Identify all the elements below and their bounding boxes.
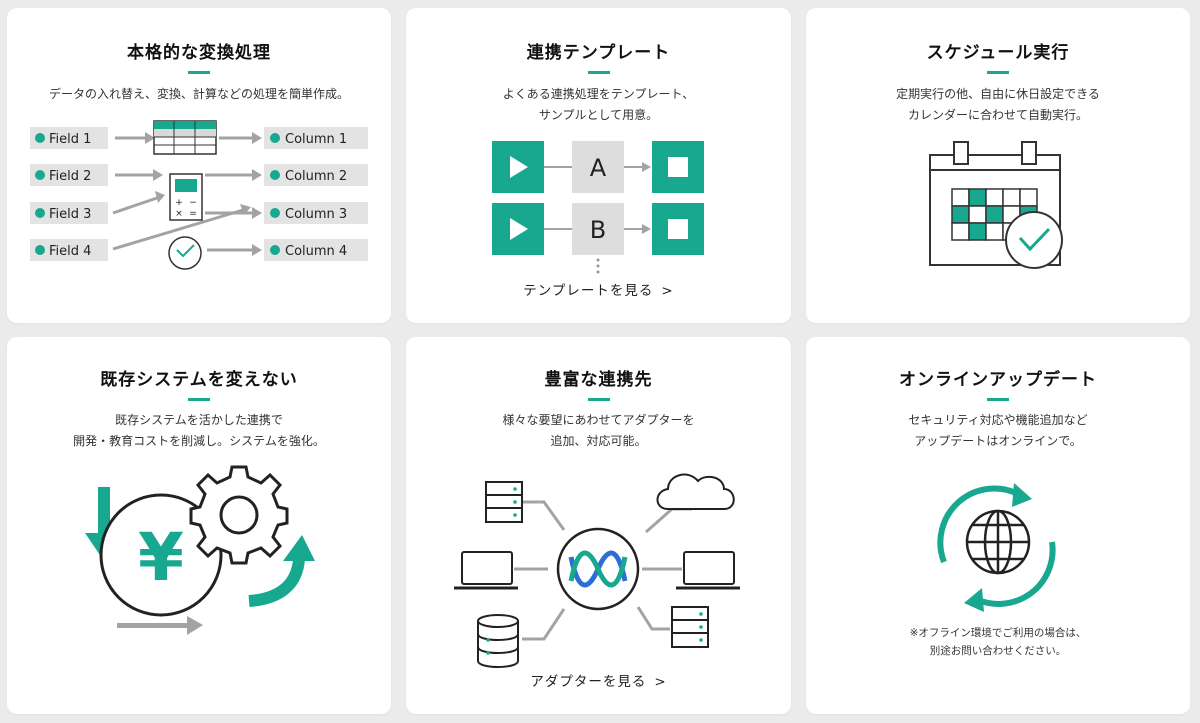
calendar-cell	[1019, 188, 1038, 207]
card-description: 定期実行の他、自由に休日設定できる カレンダーに合わせて自動実行。	[896, 87, 1100, 122]
calendar-cell	[968, 205, 987, 224]
card-schedule: スケジュール実行 定期実行の他、自由に休日設定できる カレンダーに合わせて自動実…	[806, 8, 1190, 323]
column-label: Column 2	[264, 164, 368, 186]
server-icon	[485, 481, 709, 648]
column-text: Column 2	[285, 169, 347, 184]
mapping-arrows	[112, 132, 262, 256]
column-text: Column 4	[285, 244, 347, 259]
gear-icon	[189, 465, 289, 565]
field-text: Field 2	[49, 169, 91, 184]
column-labels: Column 1 Column 2 Column 3 Column 4	[264, 127, 368, 261]
card-title: オンラインアップデート	[899, 370, 1097, 390]
arrow-head	[964, 588, 984, 612]
field-mapping-illustration: + − × = Field 1 Field 2 Field 3 Field 4 Col…	[30, 120, 368, 270]
card-description: 既存システムを活かした連携で 開発・教育コストを削減し。システムを強化。	[73, 413, 325, 448]
laptop-icon	[454, 551, 740, 590]
svg-text:=: =	[189, 209, 197, 219]
yen-coin-icon: ¥	[99, 493, 223, 617]
calendar-cell	[985, 188, 1004, 207]
svg-text:¥: ¥	[138, 519, 184, 596]
update-illustration	[937, 483, 1056, 612]
card-title: 連携テンプレート	[526, 43, 671, 63]
chevron-right-icon: >	[661, 283, 674, 299]
svg-text:−: −	[189, 198, 197, 208]
calendar-cell	[985, 222, 1004, 241]
svg-text:×: ×	[175, 209, 183, 219]
field-text: Field 1	[49, 132, 91, 147]
calendar-cell	[951, 188, 970, 207]
title-underline	[987, 398, 1009, 401]
column-text: Column 1	[285, 132, 347, 147]
card-connectors: 豊富な連携先 様々な要望にあわせてアダプターを 追加、対応可能。	[406, 337, 791, 714]
card-description: セキュリティ対応や機能追加など アップデートはオンラインで。	[908, 413, 1088, 448]
calendar-cell	[1002, 188, 1021, 207]
more-dots	[596, 258, 600, 274]
arrow-head	[1012, 483, 1032, 507]
card-conversion: 本格的な変換処理 データの入れ替え、変換、計算などの処理を簡単作成。	[7, 8, 391, 323]
calendar-cell	[985, 205, 1004, 224]
card-online-update: オンラインアップデート セキュリティ対応や機能追加など アップデートはオンライン…	[806, 337, 1190, 714]
column-label: Column 1	[264, 127, 368, 149]
template-flow-illustration: A B	[492, 141, 704, 274]
card-description: 様々な要望にあわせてアダプターを 追加、対応可能。	[502, 413, 695, 448]
cloud-icon	[656, 473, 735, 510]
field-labels: Field 1 Field 2 Field 3 Field 4	[30, 127, 108, 261]
calculator-icon: + − × =	[169, 173, 203, 221]
title-underline	[987, 71, 1009, 74]
title-underline	[188, 71, 210, 74]
field-text: Field 4	[49, 244, 91, 259]
check-clock-icon	[168, 236, 202, 270]
calendar-icon	[929, 141, 1063, 269]
hub-logo-icon	[556, 527, 640, 611]
column-label: Column 3	[264, 202, 368, 224]
cost-reduction-illustration: ¥	[85, 465, 315, 635]
card-title: 豊富な連携先	[544, 370, 653, 390]
column-text: Column 3	[285, 207, 347, 222]
calendar-cell	[951, 222, 970, 241]
check-circle-icon	[1005, 211, 1063, 269]
card-legacy-system: 既存システムを変えない 既存システムを活かした連携で 開発・教育コストを削減し。…	[7, 337, 391, 714]
field-text: Field 3	[49, 207, 91, 222]
refresh-icon	[937, 485, 1056, 607]
svg-text:A: A	[590, 154, 607, 182]
calendar-cell	[951, 205, 970, 224]
connector-network-illustration	[454, 473, 740, 668]
svg-text:+: +	[175, 198, 183, 208]
view-adapters-link[interactable]: アダプターを見る>	[530, 674, 667, 690]
title-underline	[587, 398, 610, 401]
table-icon	[153, 120, 217, 155]
title-underline	[587, 71, 610, 74]
card-description: よくある連携処理をテンプレート、 サンプルとして用意。	[502, 87, 695, 122]
field-label: Field 3	[30, 202, 108, 224]
field-label: Field 4	[30, 239, 108, 261]
card-title: 本格的な変換処理	[127, 43, 271, 63]
card-description: データの入れ替え、変換、計算などの処理を簡単作成。	[48, 87, 349, 101]
play-icon	[492, 141, 544, 255]
field-label: Field 2	[30, 164, 108, 186]
column-label: Column 4	[264, 239, 368, 261]
up-curve-arrow-icon	[248, 535, 315, 607]
right-arrow-icon	[117, 616, 203, 635]
calendar-cell	[968, 222, 987, 241]
calendar-cell	[968, 188, 987, 207]
stop-icon	[652, 141, 704, 255]
svg-text:B: B	[590, 216, 606, 244]
template-step: A B	[572, 141, 624, 255]
view-templates-link[interactable]: テンプレートを見る>	[523, 283, 674, 299]
title-underline	[188, 398, 210, 401]
card-template: 連携テンプレート よくある連携処理をテンプレート、 サンプルとして用意。	[406, 8, 791, 323]
card-title: スケジュール実行	[926, 43, 1070, 63]
database-icon	[477, 614, 519, 668]
offline-note: ※オフライン環境でご利用の場合は、 別途お問い合わせください。	[909, 627, 1087, 657]
globe-icon	[965, 509, 1031, 575]
flow-connectors	[544, 162, 651, 234]
chevron-right-icon: >	[654, 674, 667, 690]
field-label: Field 1	[30, 127, 108, 149]
card-title: 既存システムを変えない	[100, 370, 298, 390]
